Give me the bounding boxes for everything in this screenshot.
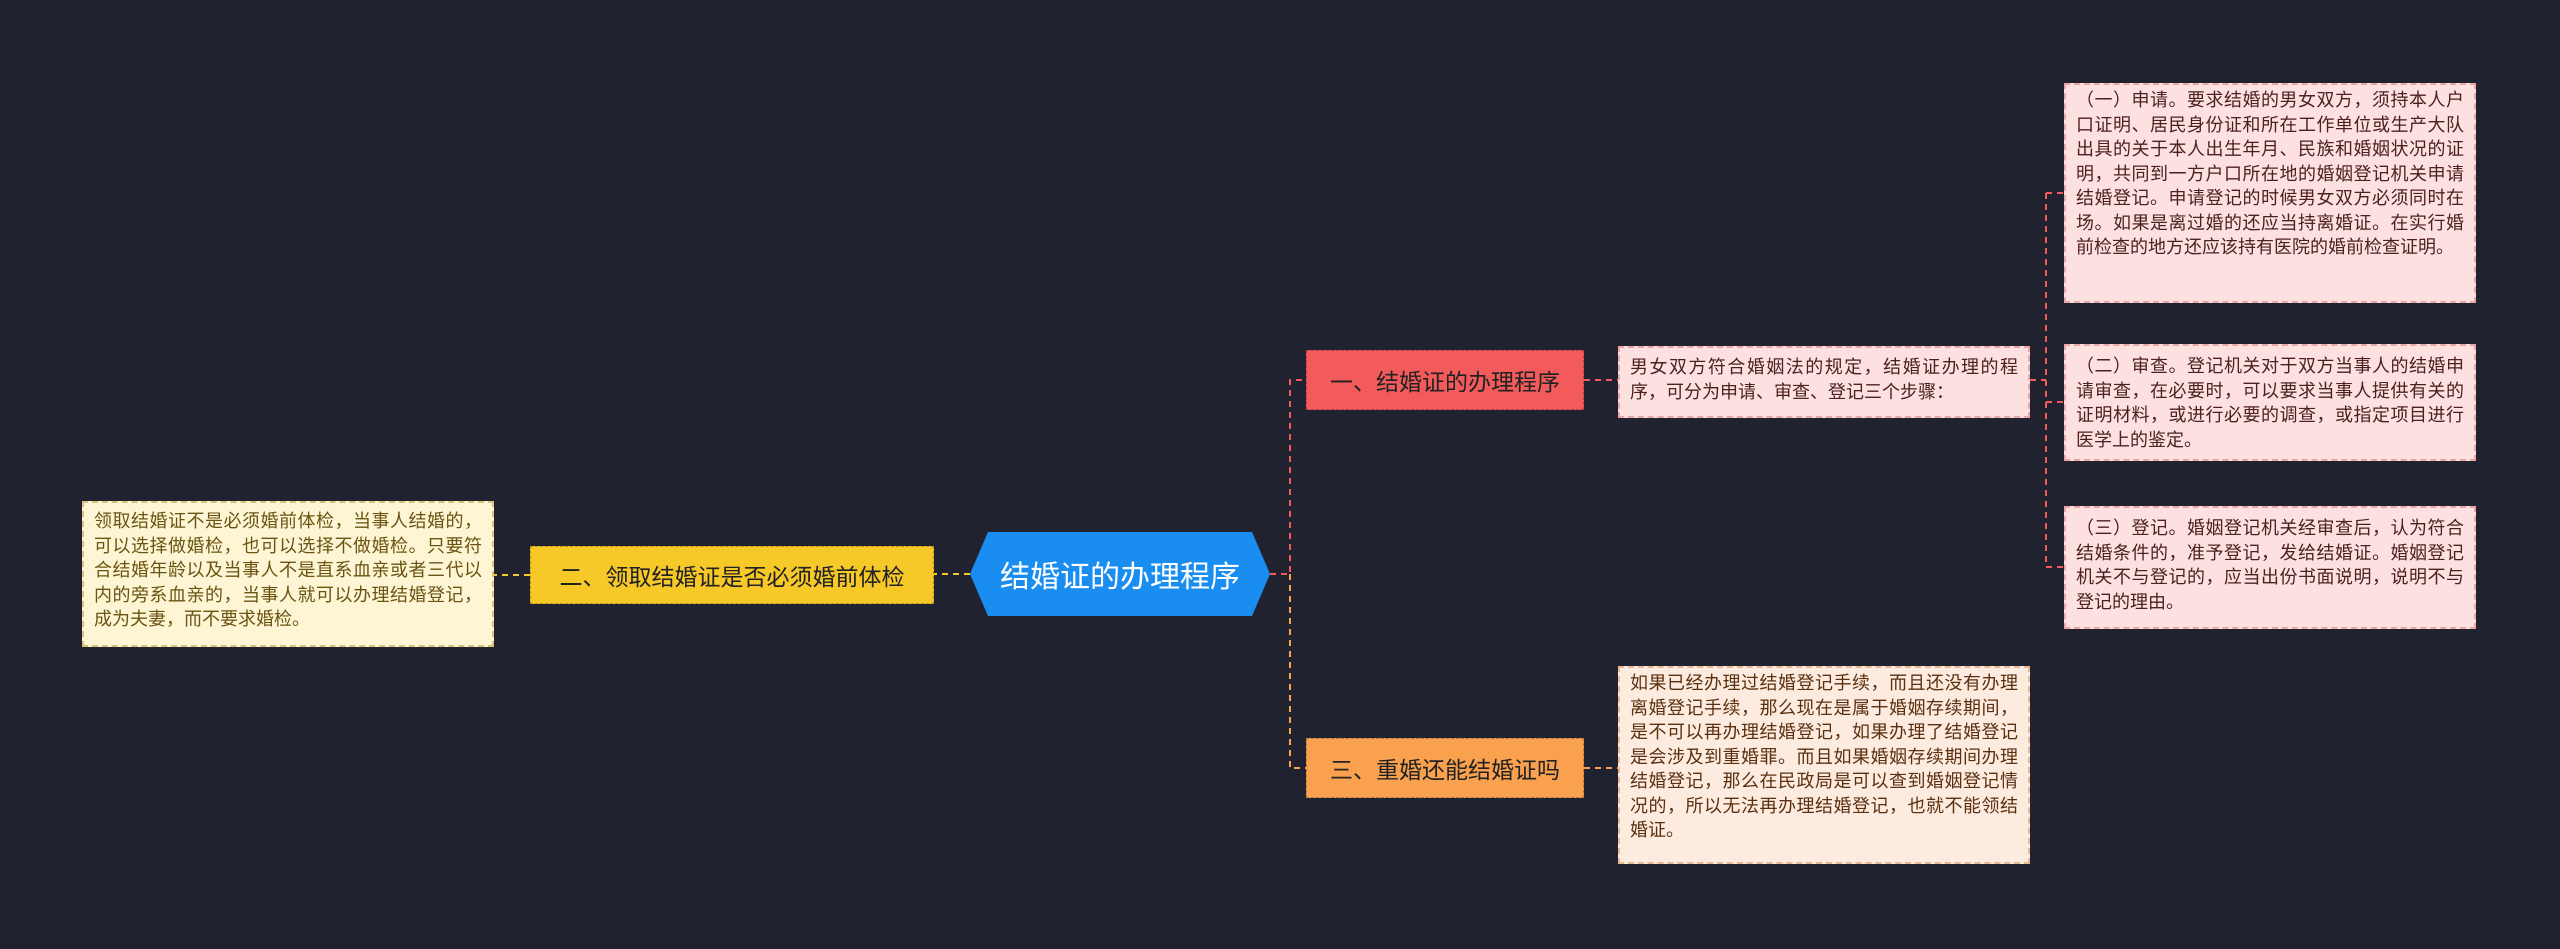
link-note-to-steps	[2030, 192, 2064, 568]
step-apply-text: （一）申请。要求结婚的男女双方，须持本人户口证明、居民身份证和所在工作单位或生产…	[2076, 90, 2464, 258]
branch-bigamy-label: 三、重婚还能结婚证吗	[1330, 758, 1560, 784]
bigamy-note[interactable]: 如果已经办理过结婚登记手续，而且还没有办理离婚登记手续，那么现在是属于婚姻存续期…	[1618, 666, 2030, 864]
step-register-text: （三）登记。婚姻登记机关经审查后，认为符合结婚条件的，准予登记，发给结婚证。婚姻…	[2076, 518, 2464, 613]
link-center-to-procedure	[1270, 379, 1306, 575]
premarital-check-note[interactable]: 领取结婚证不是必须婚前体检，当事人结婚的，可以选择做婚检，也可以选择不做婚检。只…	[82, 501, 494, 647]
branch-procedure-label: 一、结婚证的办理程序	[1330, 370, 1560, 396]
procedure-note[interactable]: 男女双方符合婚姻法的规定，结婚证办理的程序，可分为申请、审查、登记三个步骤：	[1618, 346, 2030, 418]
branch-bigamy[interactable]: 三、重婚还能结婚证吗	[1306, 738, 1584, 798]
link-center-to-bigamy	[1289, 574, 1306, 769]
step-review-note[interactable]: （二）审查。登记机关对于双方当事人的结婚申请审查，在必要时，可以要求当事人提供有…	[2064, 344, 2476, 461]
branch-procedure[interactable]: 一、结婚证的办理程序	[1306, 350, 1584, 410]
bigamy-note-text: 如果已经办理过结婚登记手续，而且还没有办理离婚登记手续，那么现在是属于婚姻存续期…	[1630, 673, 2018, 841]
central-topic[interactable]: 结婚证的办理程序	[970, 532, 1270, 616]
step-review-text: （二）审查。登记机关对于双方当事人的结婚申请审查，在必要时，可以要求当事人提供有…	[2076, 356, 2464, 451]
step-apply-note[interactable]: （一）申请。要求结婚的男女双方，须持本人户口证明、居民身份证和所在工作单位或生产…	[2064, 83, 2476, 303]
procedure-note-text: 男女双方符合婚姻法的规定，结婚证办理的程序，可分为申请、审查、登记三个步骤：	[1630, 357, 2018, 403]
central-topic-label: 结婚证的办理程序	[1000, 560, 1240, 595]
premarital-check-note-text: 领取结婚证不是必须婚前体检，当事人结婚的，可以选择做婚检，也可以选择不做婚检。只…	[94, 511, 482, 630]
branch-premarital-check-label: 二、领取结婚证是否必须婚前体检	[559, 565, 905, 591]
step-register-note[interactable]: （三）登记。婚姻登记机关经审查后，认为符合结婚条件的，准予登记，发给结婚证。婚姻…	[2064, 506, 2476, 629]
branch-premarital-check[interactable]: 二、领取结婚证是否必须婚前体检	[530, 546, 934, 604]
